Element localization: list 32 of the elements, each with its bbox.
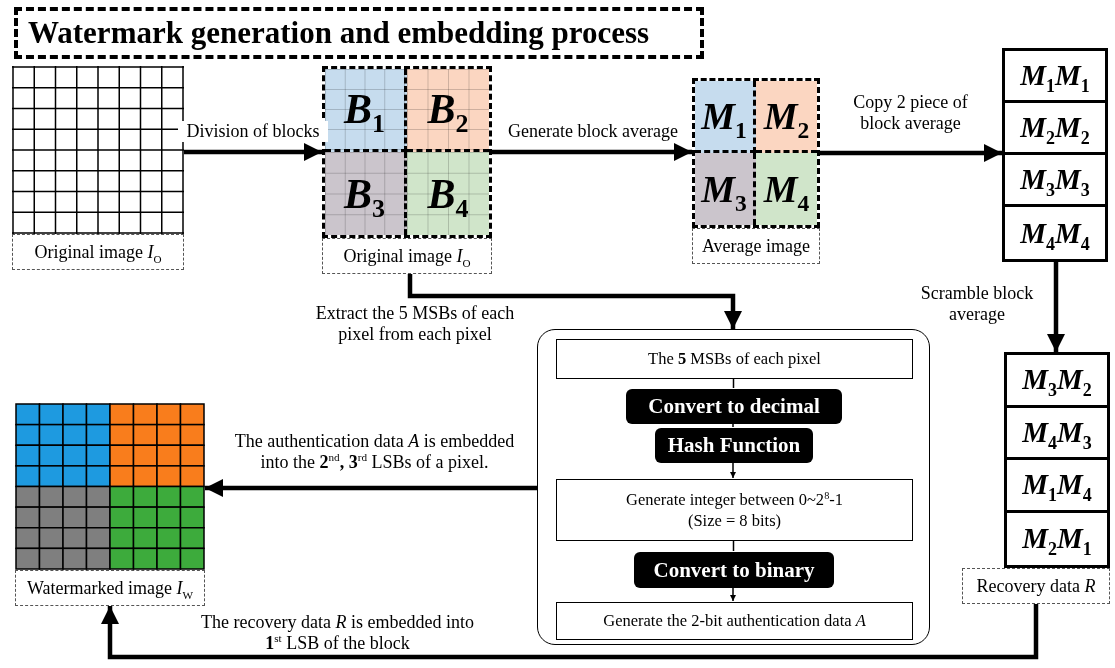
arrow — [730, 586, 736, 602]
connector-line — [732, 422, 734, 428]
process-panel — [537, 329, 930, 645]
image-block: B$_{1}$ — [325, 69, 407, 152]
process-step: The 5 MSBs of each pixel — [556, 339, 913, 379]
image-block: B$_{4}$ — [407, 152, 489, 235]
average-block: M$_{4}$ — [756, 153, 817, 225]
operation-step: Hash Function — [655, 428, 813, 463]
average-block: M$_{2}$ — [756, 81, 817, 153]
arrow — [101, 604, 1039, 660]
edge-label: Division of blocks — [178, 121, 328, 142]
arrow — [205, 479, 537, 497]
image-caption: Watermarked image I$_{W}$ — [15, 570, 205, 606]
operation-step: Convert to binary — [634, 552, 834, 588]
image-caption: Average image — [692, 228, 820, 264]
image-caption: Original image I$_{O}$ — [322, 238, 492, 274]
arrow — [184, 143, 322, 161]
arrow — [820, 144, 1002, 162]
operation-step: Convert to decimal — [626, 389, 842, 424]
arrow — [730, 461, 736, 479]
process-step: Generate integer between 0~2$^{8}$-1 (Size = 8 bits) — [556, 479, 913, 541]
average-block: M$_{1}$ — [695, 81, 756, 153]
process-step: Generate the 2-bit authentication data A — [556, 602, 913, 640]
average-block: M$_{3}$ — [695, 153, 756, 225]
image-caption: Recovery data R — [962, 568, 1110, 604]
image-block: B$_{3}$ — [325, 152, 407, 235]
diagram-title: Watermark generation and embedding process — [14, 7, 704, 59]
image-block: B$_{2}$ — [407, 69, 489, 152]
arrow — [407, 274, 742, 329]
image-caption: Original image I$_{O}$ — [12, 234, 184, 270]
arrow — [1047, 262, 1065, 352]
arrow — [492, 143, 692, 161]
